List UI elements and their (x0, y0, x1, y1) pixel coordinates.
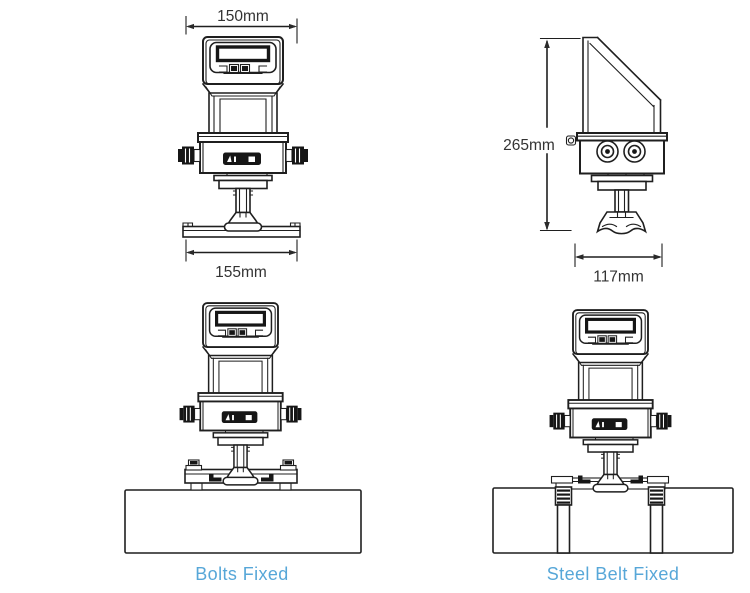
clamp-clip-right (630, 475, 643, 484)
front-view-panel: 150mm 155mm (176, 8, 310, 281)
steel-belt-right (647, 486, 666, 554)
dimension-117mm-label: 117mm (593, 269, 644, 286)
dimension-150mm: 150mm (185, 8, 298, 44)
steel-belt-left (554, 486, 573, 554)
steel-belt-fixed-caption: Steel Belt Fixed (547, 564, 679, 584)
meter-front-instance (547, 308, 674, 494)
dimension-150mm-label: 150mm (217, 8, 269, 25)
pipe (124, 489, 362, 554)
saddle-foot (596, 211, 647, 235)
gland-port-right (623, 140, 646, 163)
side-clip (565, 135, 577, 146)
clamp-clip-right (261, 473, 274, 482)
bolt-left (185, 459, 203, 471)
dimension-117mm: 117mm (574, 243, 663, 286)
side-view-panel: 265mm 117mm (503, 36, 668, 286)
dimension-265mm: 265mm (503, 37, 581, 232)
clamp-clip-left (209, 473, 222, 482)
dimension-155mm: 155mm (185, 239, 298, 281)
dimension-265mm-label: 265mm (503, 137, 555, 154)
steel-belt-fixed-panel: Steel Belt Fixed (492, 308, 734, 584)
dimension-155mm-label: 155mm (215, 264, 267, 281)
bolts-fixed-panel: Bolts Fixed (124, 301, 362, 584)
bolts-fixed-caption: Bolts Fixed (195, 564, 288, 584)
meter-front-instance (177, 301, 304, 487)
bolt-right (279, 459, 297, 471)
clamp-clip-left (578, 475, 591, 484)
gland-port-left (596, 140, 619, 163)
pipe (492, 487, 734, 554)
side-view-housing (565, 36, 668, 235)
meter-front-instance (176, 35, 310, 233)
